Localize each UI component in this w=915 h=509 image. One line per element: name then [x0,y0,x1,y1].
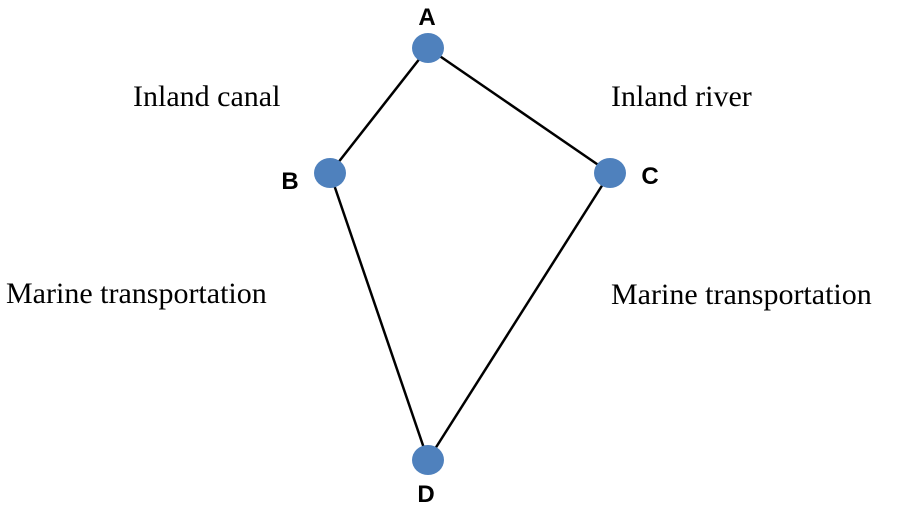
edge-b-d [328,172,430,461]
edge-label-c-d: Marine transportation [611,278,872,311]
node-c [594,158,626,188]
node-label-d: D [417,481,434,508]
edge-c-d [426,172,612,461]
node-b [314,158,346,188]
edge-label-b-d: Marine transportation [6,277,267,310]
node-a [412,33,444,63]
edge-label-a-c: Inland river [611,80,752,113]
node-label-b: B [281,168,298,195]
node-label-c: C [641,163,658,190]
edge-label-a-b: Inland canal [133,80,280,113]
node-label-a: A [418,4,435,31]
edge-a-c [427,46,611,175]
edge-a-b [329,47,429,174]
node-d [412,445,444,475]
